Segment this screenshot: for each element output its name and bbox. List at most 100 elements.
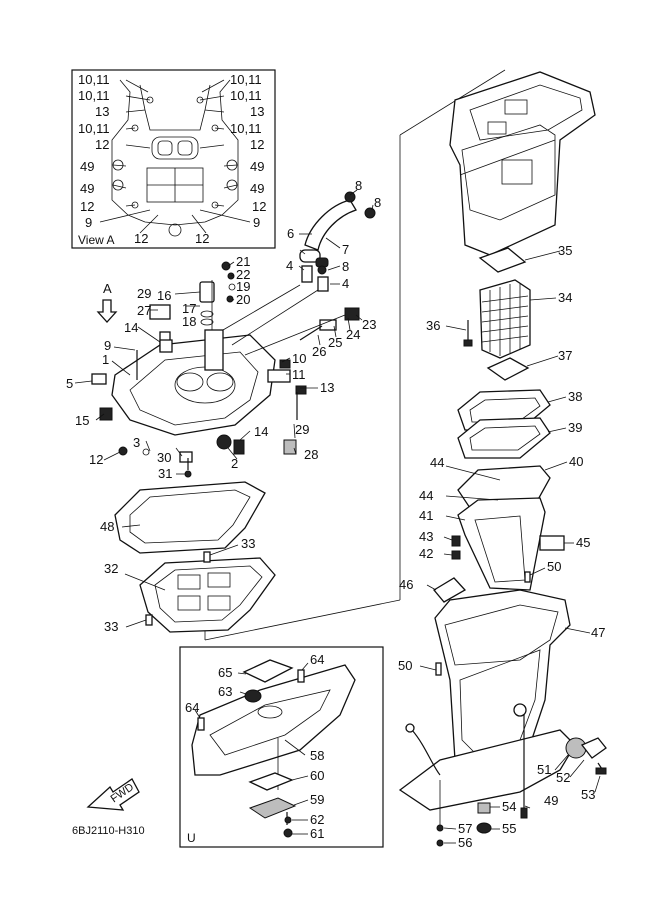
part-number-33: 33 [241,536,255,551]
part-number-14: 14 [254,424,268,439]
part-number-50: 50 [547,559,561,574]
part-number-4: 4 [286,258,293,273]
part-number-45: 45 [576,535,590,550]
part-number-19: 19 [236,279,250,294]
part-number-21: 21 [236,254,250,269]
part-number-5: 5 [66,376,73,391]
part-number-29: 29 [137,286,151,301]
inset-label: 10,11 [230,88,262,103]
u-panel-frame [179,646,384,848]
part-number-65: 65 [218,665,232,680]
part-number-8: 8 [342,259,349,274]
part-number-12: 12 [89,452,103,467]
view-arrow-label: A [103,281,112,296]
part-number-59: 59 [310,792,324,807]
inset-label: 49 [80,181,94,196]
inset-label: 12 [252,199,266,214]
part-number-20: 20 [236,292,250,307]
inset-label: 49 [250,181,264,196]
u-panel-parts [191,659,356,838]
inset-label: 12 [134,231,148,246]
part-number-15: 15 [75,413,89,428]
inset-label: 49 [250,159,264,174]
part-number-44: 44 [430,455,444,470]
inset-label: 9 [253,215,260,230]
part-number-27: 27 [137,303,151,318]
part-number-50: 50 [398,658,412,673]
part-number-34: 34 [558,290,572,305]
part-number-44: 44 [419,488,433,503]
part-number-8: 8 [355,178,362,193]
part-number-3: 3 [133,435,140,450]
part-number-31: 31 [158,466,172,481]
part-number-29: 29 [295,422,309,437]
part-number-51: 51 [537,762,551,777]
part-number-22: 22 [236,267,250,282]
part-number-2: 2 [231,456,238,471]
part-number-42: 42 [419,546,433,561]
part-number-6: 6 [287,226,294,241]
part-number-63: 63 [218,684,232,699]
part-number-7: 7 [342,242,349,257]
part-number-58: 58 [310,748,324,763]
inset-label: 12 [95,137,109,152]
inset-label: 12 [195,231,209,246]
part-number-23: 23 [362,317,376,332]
part-number-36: 36 [426,318,440,333]
inset-label: 12 [80,199,94,214]
inset-label: 10,11 [78,88,110,103]
part-number-25: 25 [328,335,342,350]
part-number-61: 61 [310,826,324,841]
part-number-57: 57 [458,821,472,836]
part-number-18: 18 [182,314,196,329]
part-number-48: 48 [100,519,114,534]
part-number-28: 28 [304,447,318,462]
inset-label: 10,11 [230,121,262,136]
part-number-11: 11 [292,367,306,382]
view-a-inset: 10,11 10,11 13 10,11 12 49 49 12 9 12 10… [71,69,276,249]
part-number-39: 39 [568,420,582,435]
part-number-30: 30 [157,450,171,465]
part-number-13: 13 [320,380,334,395]
part-number-4: 4 [342,276,349,291]
part-number-47: 47 [591,625,605,640]
part-number-24: 24 [346,327,360,342]
leader-lines [74,189,601,844]
part-number-53: 53 [581,787,595,802]
part-number-60: 60 [310,768,324,783]
part-number-32: 32 [104,561,118,576]
inset-label: 10,11 [78,121,110,136]
part-number-35: 35 [558,243,572,258]
inset-labels-right: 10,11 10,11 13 10,11 12 49 49 12 9 12 [195,72,266,246]
panel-label: U [187,831,196,845]
part-number-38: 38 [568,389,582,404]
part-number-64: 64 [185,700,199,715]
inset-label: 49 [80,159,94,174]
inset-label: 9 [85,215,92,230]
part-number-64: 64 [310,652,324,667]
fwd-arrow: FWD [86,778,140,811]
diagram-code: 6BJ2110-H310 [72,825,145,837]
part-number-10: 10 [292,351,306,366]
part-number-54: 54 [502,799,516,814]
part-number-40: 40 [569,454,583,469]
view-a-arrow: A [96,281,118,323]
inset-label: 13 [250,104,264,119]
part-number-labels: 1 2 3 4 4 5 6 7 8 8 8 9 10 11 12 13 14 1… [66,178,605,850]
part-number-46: 46 [399,577,413,592]
inset-label: 12 [250,137,264,152]
part-number-37: 37 [558,348,572,363]
right-assembly [398,71,607,847]
part-number-52: 52 [556,770,570,785]
inset-label: 10,11 [230,72,262,87]
part-number-8: 8 [374,195,381,210]
part-number-49: 49 [544,793,558,808]
part-number-41: 41 [419,508,433,523]
upper-left-assembly [91,191,376,633]
inset-title: View A [78,233,114,247]
part-number-43: 43 [419,529,433,544]
part-number-1: 1 [102,352,109,367]
part-number-62: 62 [310,812,324,827]
part-number-16: 16 [157,288,171,303]
